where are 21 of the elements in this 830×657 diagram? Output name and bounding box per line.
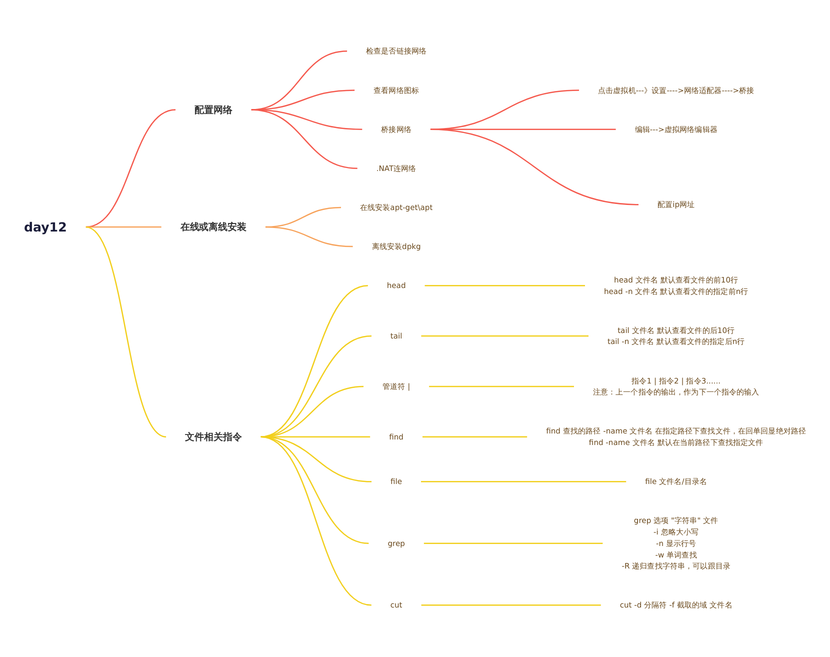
connector <box>260 386 364 438</box>
connector <box>86 110 176 228</box>
connector <box>421 604 601 606</box>
connector <box>422 436 528 438</box>
node-text: 文件相关指令 <box>185 431 242 443</box>
connector <box>421 336 589 337</box>
node-text: 在线或离线安装 <box>180 222 246 233</box>
connector <box>86 226 162 228</box>
node-text: day12 <box>24 220 67 235</box>
connector <box>430 129 639 206</box>
node-text: 配置网络 <box>194 104 232 116</box>
connector <box>429 386 574 388</box>
connector <box>420 481 626 483</box>
connector <box>260 336 372 438</box>
connector <box>86 226 166 438</box>
connector <box>260 436 372 606</box>
connector <box>265 226 353 248</box>
connector <box>424 285 586 287</box>
connector <box>424 543 603 544</box>
connector <box>251 109 358 170</box>
connector <box>260 285 368 438</box>
